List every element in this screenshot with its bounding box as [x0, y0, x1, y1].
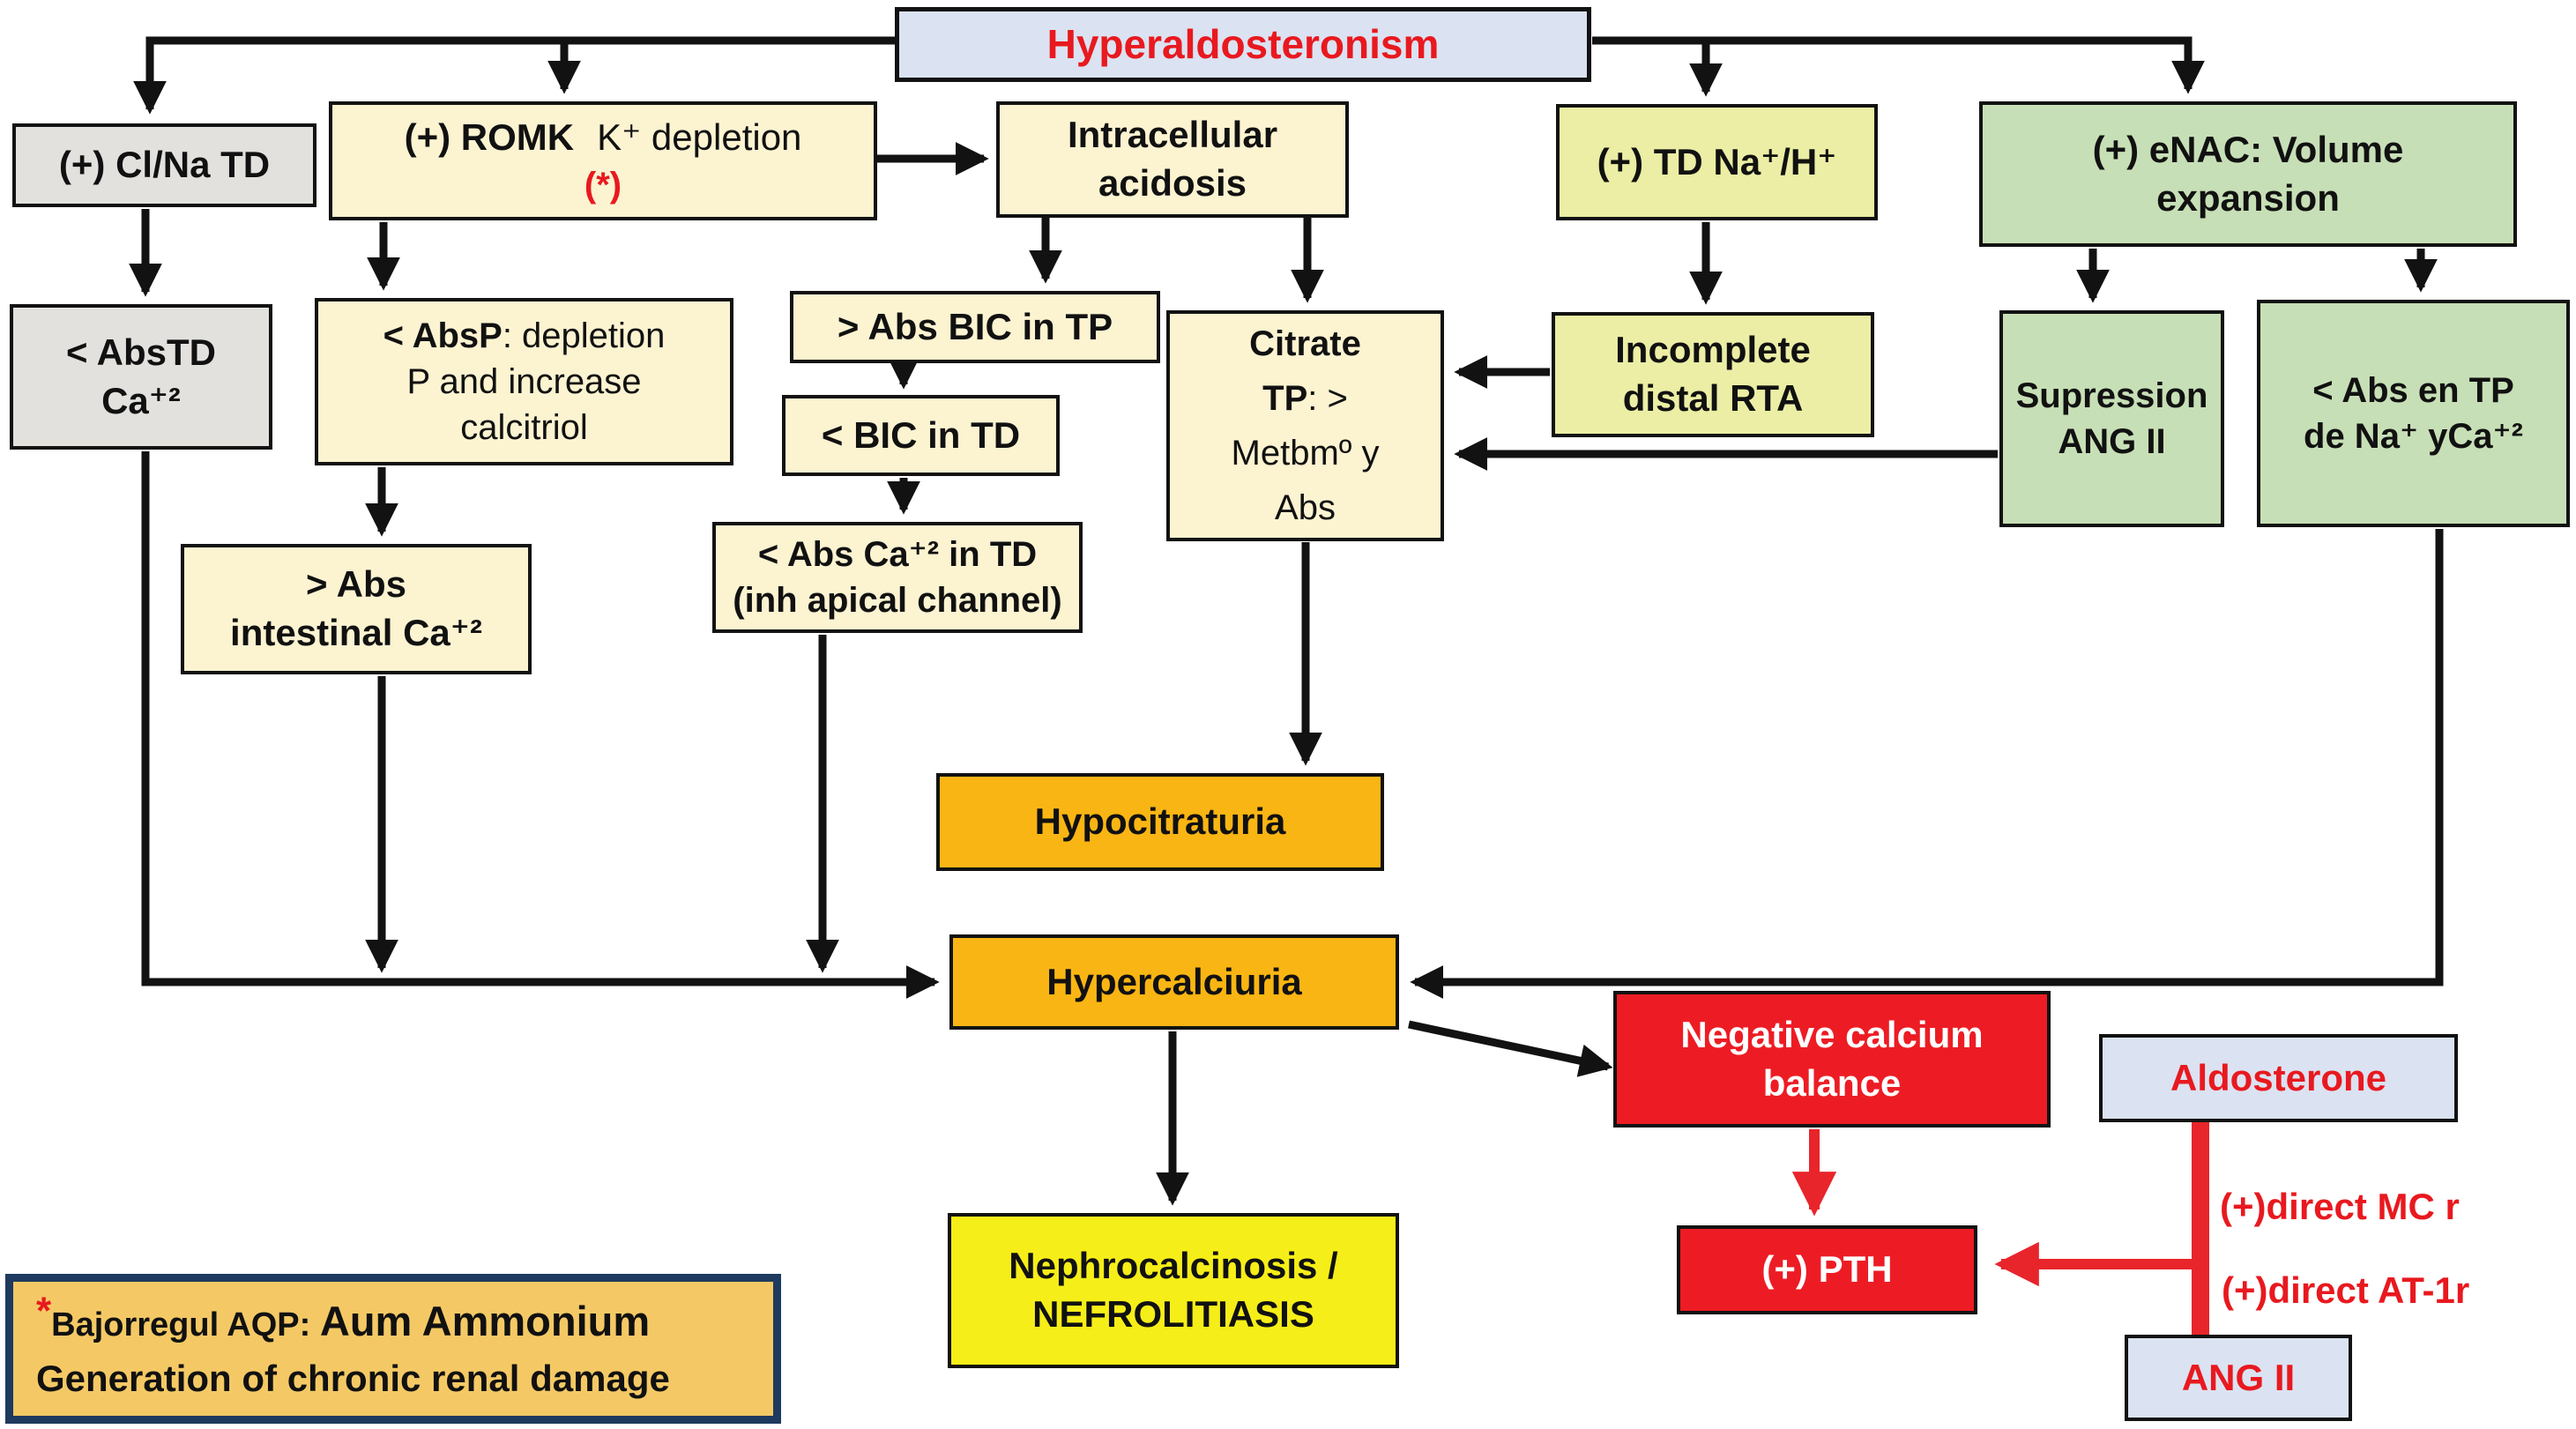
node-romk-label-bold: (+) ROMK — [404, 116, 575, 159]
node-absp-line2: P and increase — [406, 362, 642, 401]
node-absbic: > Abs BIC in TP — [790, 291, 1160, 363]
node-absentp-line1: < Abs en TP — [2312, 371, 2514, 410]
node-hyperaldosteronism-label: Hyperaldosteronism — [1046, 20, 1440, 67]
node-negative-calcium-line2: balance — [1762, 1061, 1902, 1104]
arrow-absentp-to-hypercalciuria — [1410, 529, 2444, 999]
node-absp: < AbsP : depletion P and increase calcit… — [315, 298, 733, 465]
label-direct-at1-receptor: (+)direct AT-1r — [2222, 1269, 2470, 1311]
node-tdnah-label: (+) TD Na⁺/H⁺ — [1597, 140, 1837, 182]
node-rta-line2: distal RTA — [1622, 377, 1804, 419]
node-citrate-line2: TP : > — [1262, 371, 1348, 426]
node-citrate-line2-rest: : > — [1307, 379, 1348, 418]
node-abstd-line1: < AbsTD — [66, 331, 216, 373]
footnote-asterisk: * — [36, 1289, 52, 1333]
node-citrate-line3: Metbmº y — [1231, 434, 1380, 473]
node-romk-footnote-mark: (*) — [584, 165, 622, 205]
footnote-box: *Bajorregul AQP: Aum Ammonium Generation… — [5, 1274, 781, 1424]
node-abstd-line2: Ca⁺² — [101, 379, 181, 421]
node-hyperaldosteronism: Hyperaldosteronism — [895, 7, 1591, 82]
node-abscatd-line2: (inh apical channel) — [733, 581, 1062, 620]
node-romk: (+) ROMK K⁺ depletion (*) — [329, 101, 877, 220]
node-nephro: Nephrocalcinosis / NEFROLITIASIS — [948, 1213, 1399, 1368]
node-absp-line1-rest: : depletion — [502, 316, 666, 355]
node-absbic-label: > Abs BIC in TP — [837, 305, 1113, 347]
arrow-banner-to-clna — [133, 36, 895, 115]
node-enac: (+) eNAC: Volume expansion — [1979, 101, 2517, 247]
footnote-line1: *Bajorregul AQP: Aum Ammonium — [36, 1291, 764, 1351]
node-tdnah: (+) TD Na⁺/H⁺ — [1556, 104, 1878, 220]
node-clna-label: (+) Cl/Na TD — [58, 144, 271, 186]
node-absentp: < Abs en TP de Na⁺ yCa⁺² — [2257, 300, 2570, 527]
node-hypocitraturia-label: Hypocitraturia — [1034, 800, 1286, 843]
arrow-banner-to-enac — [1592, 36, 2205, 94]
node-citrate-line4: Abs — [1275, 488, 1336, 527]
node-abscatd-line1: < Abs Ca⁺² in TD — [757, 535, 1038, 574]
node-aldosterone-label: Aldosterone — [2170, 1056, 2387, 1098]
node-bictd: < BIC in TD — [782, 395, 1060, 476]
node-absentp-line2: de Na⁺ yCa⁺² — [2304, 417, 2523, 456]
node-absint-line2: intestinal Ca⁺² — [230, 612, 482, 653]
node-enac-line2: expansion — [2156, 176, 2340, 219]
node-angii-label: ANG II — [2181, 1356, 2296, 1398]
label-direct-mc-receptor: (+)direct MC r — [2220, 1186, 2460, 1227]
node-pth: (+) PTH — [1677, 1225, 1977, 1314]
footnote-line1-a: Bajorregul AQP: — [51, 1306, 320, 1344]
node-citrate-line2-bold: TP — [1262, 379, 1308, 418]
node-romk-label-rest: K⁺ depletion — [597, 116, 802, 159]
node-supression: Supression ANG II — [1999, 310, 2224, 527]
node-clna: (+) Cl/Na TD — [12, 123, 316, 207]
node-supression-line1: Supression — [2015, 376, 2208, 415]
node-abscatd: < Abs Ca⁺² in TD (inh apical channel) — [712, 522, 1083, 633]
node-bictd-label: < BIC in TD — [821, 413, 1021, 456]
node-absp-line3: calcitriol — [460, 408, 588, 447]
node-negative-calcium-line1: Negative calcium — [1680, 1013, 1984, 1055]
node-absp-line1-bold: < AbsP — [383, 316, 503, 355]
node-nephro-line2: NEFROLITIASIS — [1032, 1293, 1314, 1335]
arrow-hypercalciuria-to-negcal — [1408, 1020, 1613, 1077]
footnote-line1-b: Aum Ammonium — [319, 1298, 651, 1345]
node-absint-line1: > Abs — [306, 563, 406, 606]
node-aldosterone: Aldosterone — [2099, 1034, 2458, 1122]
node-hypocitraturia: Hypocitraturia — [936, 773, 1384, 871]
node-absint: > Abs intestinal Ca⁺² — [181, 544, 532, 674]
node-acidosis: Intracellular acidosis — [996, 101, 1349, 218]
node-hypercalciuria: Hypercalciuria — [949, 934, 1399, 1030]
node-rta: Incomplete distal RTA — [1552, 312, 1874, 437]
node-romk-line1: (+) ROMK K⁺ depletion — [405, 114, 802, 162]
node-supression-line2: ANG II — [2058, 422, 2166, 461]
node-citrate-line1: Citrate — [1249, 324, 1361, 363]
node-angii: ANG II — [2125, 1335, 2352, 1421]
node-rta-line1: Incomplete — [1615, 329, 1811, 371]
node-abstd: < AbsTD Ca⁺² — [10, 304, 272, 450]
node-nephro-line1: Nephrocalcinosis / — [1009, 1245, 1338, 1287]
node-acidosis-line2: acidosis — [1098, 162, 1247, 204]
node-pth-label: (+) PTH — [1761, 1248, 1893, 1291]
node-acidosis-line1: Intracellular — [1067, 114, 1278, 156]
node-negative-calcium: Negative calcium balance — [1613, 991, 2051, 1128]
node-citrate: Citrate TP : > Metbmº y Abs — [1166, 310, 1444, 541]
node-enac-line1: (+) eNAC: Volume — [2092, 128, 2404, 170]
node-hypercalciuria-label: Hypercalciuria — [1046, 960, 1302, 1002]
footnote-line2: Generation of chronic renal damage — [36, 1357, 670, 1399]
node-absp-line1: < AbsP : depletion — [383, 313, 666, 359]
